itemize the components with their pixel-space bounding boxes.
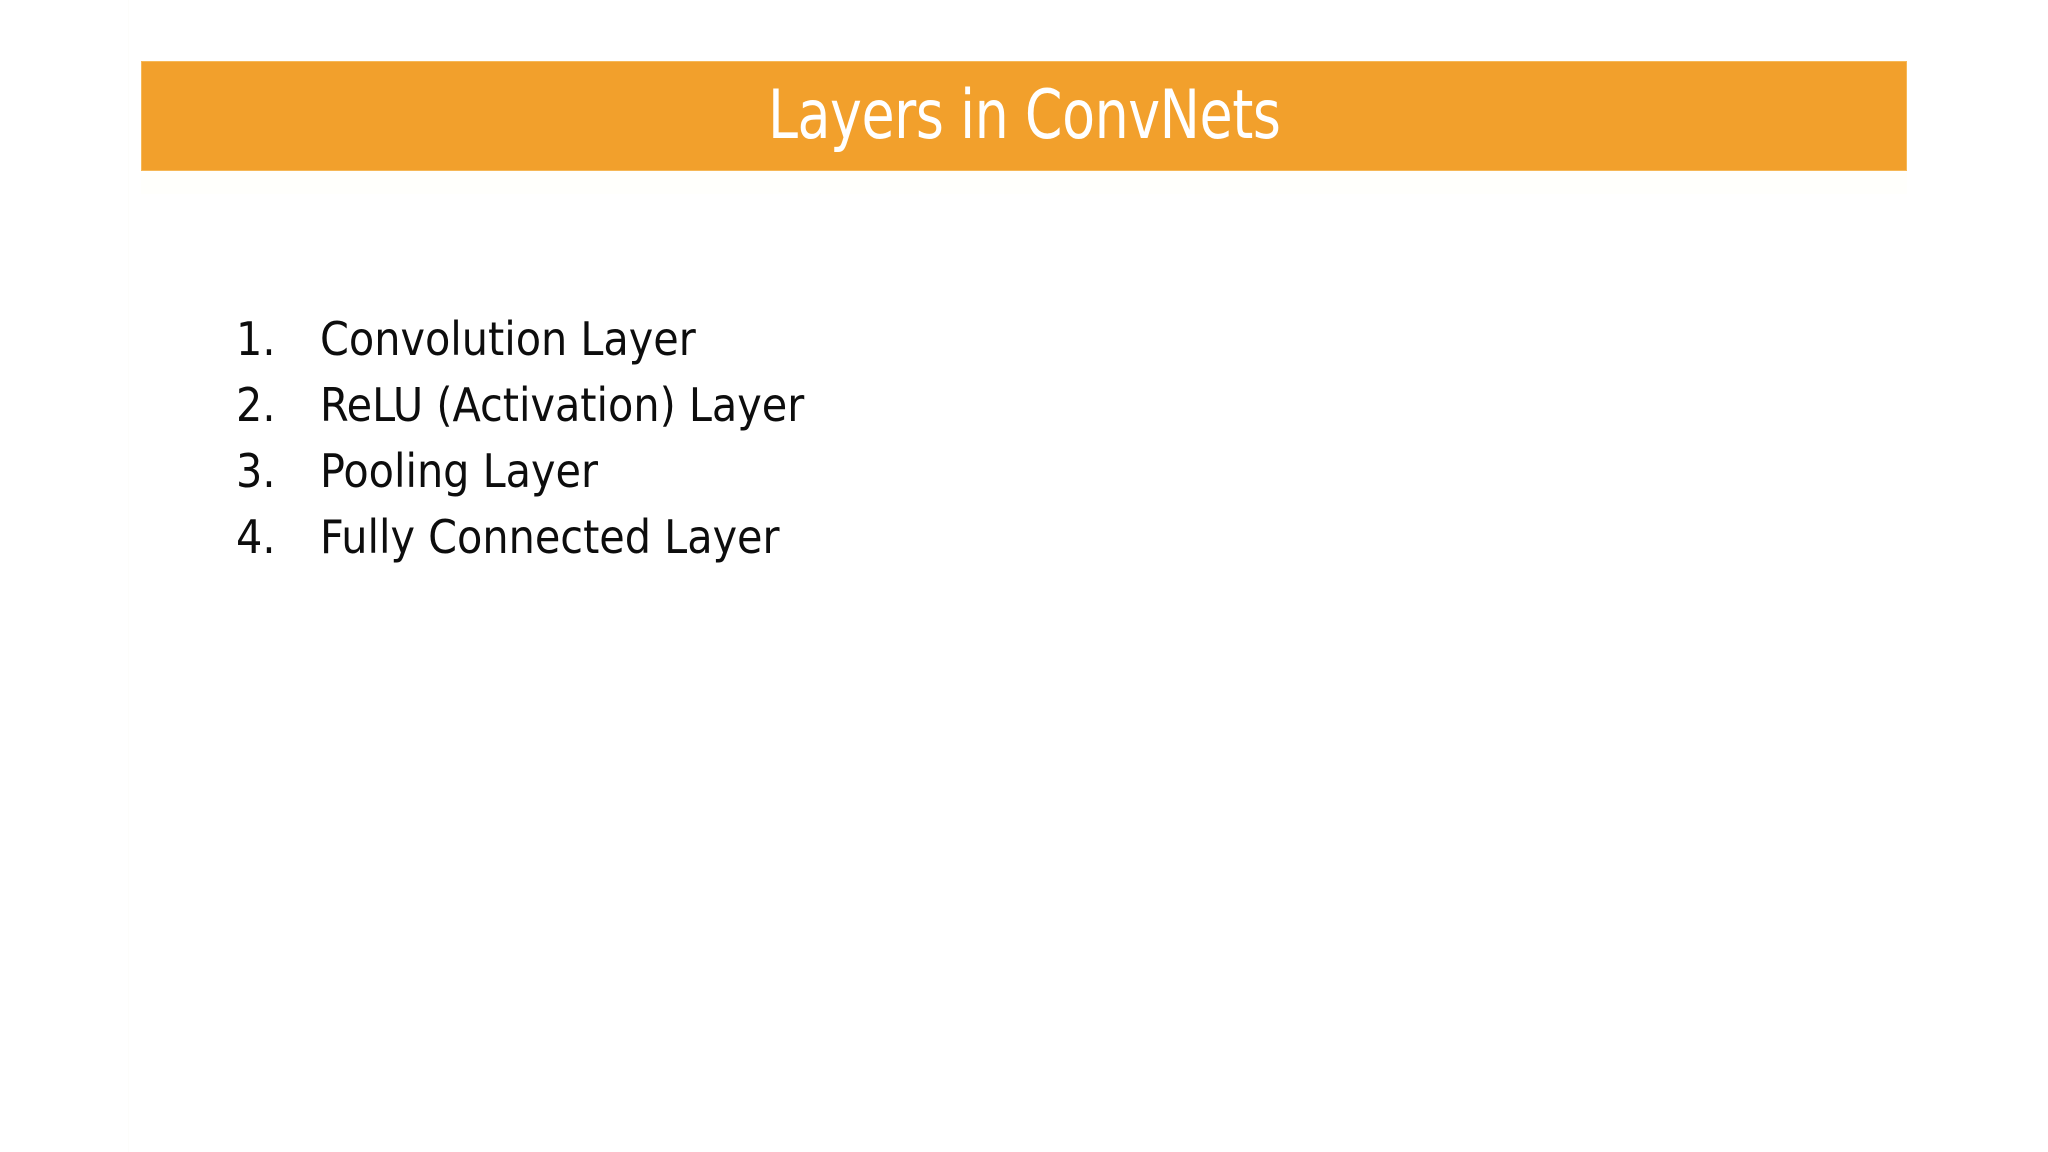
slide-content-boundary: [128, 0, 129, 1152]
slide-title-banner: Layers in ConvNets: [141, 61, 1907, 171]
list-item-marker: 4.: [236, 510, 276, 564]
list-item: 4. Fully Connected Layer: [236, 504, 1836, 570]
banner-underglow: [141, 172, 1907, 194]
list-item: 2. ReLU (Activation) Layer: [236, 372, 1836, 438]
list-item-marker: 2.: [236, 378, 276, 432]
page-title: Layers in ConvNets: [767, 76, 1281, 155]
list-item-label: Convolution Layer: [320, 312, 696, 366]
layers-numbered-list: 1. Convolution Layer 2. ReLU (Activation…: [236, 306, 1836, 570]
list-item-label: ReLU (Activation) Layer: [320, 378, 805, 432]
list-item-marker: 3.: [236, 444, 276, 498]
list-item-label: Fully Connected Layer: [320, 510, 780, 564]
list-item-marker: 1.: [236, 312, 276, 366]
list-item: 3. Pooling Layer: [236, 438, 1836, 504]
list-item-label: Pooling Layer: [320, 444, 598, 498]
list-item: 1. Convolution Layer: [236, 306, 1836, 372]
